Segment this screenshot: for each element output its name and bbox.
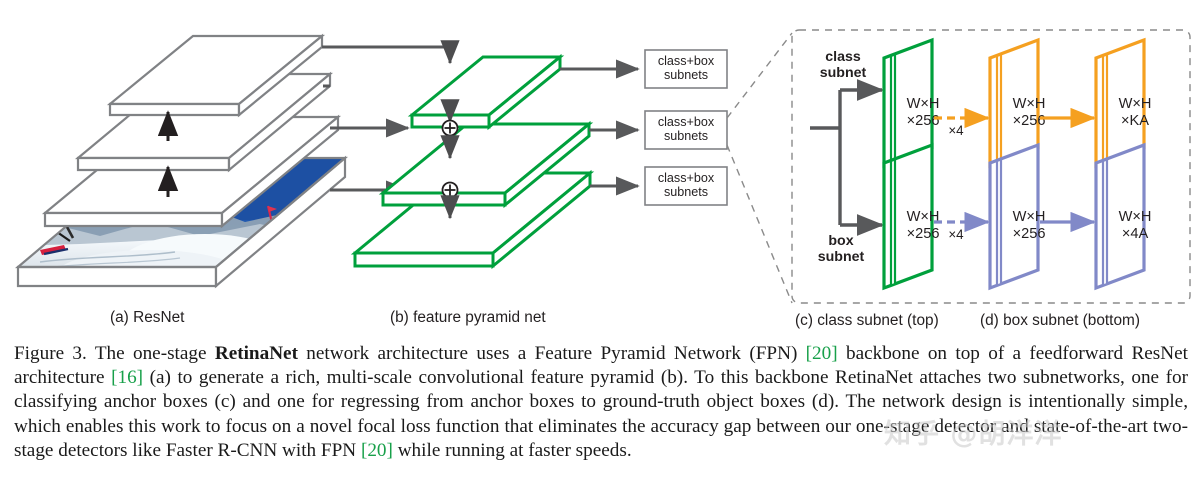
- fpn-merge-node-upper: [441, 119, 459, 137]
- class-repeat-count: ×4: [948, 123, 964, 138]
- callout-line-lower: [726, 144, 793, 304]
- caption-model-name: RetinaNet: [214, 343, 298, 364]
- fpn-slab-middle: [378, 120, 594, 209]
- figure-caption: Figure 3. The one-stage RetinaNet networ…: [14, 342, 1188, 488]
- caption-reference-20b[interactable]: [20]: [360, 439, 393, 461]
- subnet-box-top: class+box subnets: [644, 49, 728, 89]
- class-block-2-line1: W×H: [1013, 96, 1046, 112]
- fpn-slab-top: [407, 53, 565, 131]
- caption-part-3: (a) to generate a rich, multi-scale conv…: [14, 367, 1188, 461]
- subnet-box-middle: class+box subnets: [644, 110, 728, 150]
- caption-part-1: network architecture uses a Feature Pyra…: [297, 343, 806, 364]
- subnet-box-label-line2: subnets: [664, 68, 708, 82]
- class-block-1-line1: W×H: [907, 96, 940, 112]
- box-block-3-line1: W×H: [1119, 209, 1152, 225]
- class-block-3-line1: W×H: [1119, 96, 1152, 112]
- box-block-3-line2: ×4A: [1122, 226, 1149, 242]
- subnet-box-label-line1: class+box: [658, 115, 715, 129]
- box-block-3: W×H ×4A: [1094, 142, 1152, 291]
- subnet-box-label-line1: class+box: [658, 54, 715, 68]
- callout-line-upper: [726, 32, 793, 119]
- panel-label-b: (b) feature pyramid net: [390, 309, 546, 326]
- caption-reference-16[interactable]: [16]: [111, 367, 144, 389]
- caption-prefix: Figure 3. The one-stage: [14, 343, 215, 364]
- lateral-connection-top: [322, 40, 460, 65]
- class-block-2-line2: ×256: [1013, 113, 1046, 129]
- box-block-1-line1: W×H: [907, 209, 940, 225]
- caption-part-2: backbone on top of a feedforward ResNet …: [14, 343, 1188, 389]
- box-subnet-label-line2: subnet: [818, 249, 865, 265]
- subnet-box-label-line2: subnets: [664, 129, 708, 143]
- class-subnet-label-line2: subnet: [820, 65, 867, 81]
- fpn-merge-node-lower: [441, 181, 459, 199]
- box-subnet-label-line1: box: [828, 233, 853, 249]
- caption-reference-20a[interactable]: [20]: [805, 343, 838, 364]
- panel-label-d: (d) box subnet (bottom): [980, 312, 1140, 329]
- resnet-slab-top: [106, 33, 326, 118]
- box-repeat-count: ×4: [948, 227, 964, 242]
- box-block-2-line2: ×256: [1013, 226, 1046, 242]
- class-block-1: W×H ×256: [882, 37, 940, 169]
- class-block-3-line2: ×KA: [1121, 113, 1149, 129]
- subnet-box-bottom: class+box subnets: [644, 166, 728, 206]
- box-block-2: W×H ×256: [988, 142, 1046, 291]
- box-block-1: W×H ×256: [882, 142, 940, 291]
- class-block-1-line2: ×256: [907, 113, 940, 129]
- subnet-box-label-line1: class+box: [658, 171, 715, 185]
- box-block-1-line2: ×256: [907, 226, 940, 242]
- caption-part-4: while running at faster speeds.: [392, 439, 632, 461]
- panel-label-a: (a) ResNet: [110, 309, 185, 326]
- subnet-box-label-line2: subnets: [664, 185, 708, 199]
- head-input-split: [810, 79, 885, 236]
- panel-label-c: (c) class subnet (top): [795, 312, 939, 329]
- figure-3-diagram: class+box subnets class+box subnets clas…: [14, 29, 1191, 329]
- box-block-2-line1: W×H: [1013, 209, 1046, 225]
- class-subnet-label-line1: class: [825, 49, 861, 65]
